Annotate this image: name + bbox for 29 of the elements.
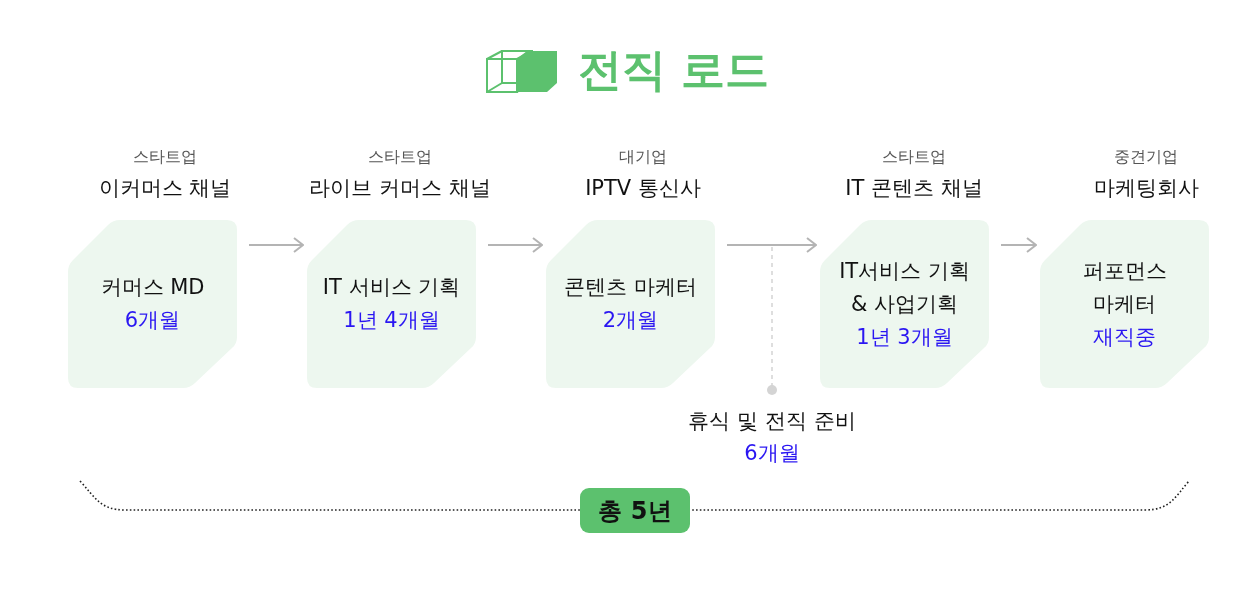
company-label: IT 콘텐츠 채널: [845, 175, 983, 202]
role-text: IT서비스 기획 & 사업기획: [838, 257, 971, 318]
duration-text: 1년 3개월: [856, 323, 953, 351]
total-badge: 총 5년: [580, 488, 690, 533]
category-label: 스타트업: [368, 146, 432, 168]
company-label: 이커머스 채널: [98, 175, 232, 202]
duration-text: 2개월: [602, 307, 659, 334]
company-label: IPTV 통신사: [585, 175, 701, 202]
category-label: 스타트업: [133, 146, 197, 168]
arrow: [248, 237, 304, 253]
company-label: 마케팅회사: [1093, 175, 1199, 202]
category-label: 중견기업: [1114, 146, 1178, 168]
duration-text: 재직중: [1093, 323, 1156, 351]
title: 전직 로드: [578, 43, 770, 97]
role-text: 콘텐츠 마케터: [564, 274, 697, 301]
arrow: [726, 237, 817, 253]
duration-text: 6개월: [744, 440, 800, 467]
company-label: 라이브 커머스 채널: [309, 175, 491, 202]
role-text: 퍼포먼스 마케터: [1081, 257, 1168, 318]
note-text: 휴식 및 전직 준비: [688, 408, 856, 435]
duration-text: 6개월: [124, 307, 181, 334]
arrow: [487, 237, 543, 253]
duration-text: 1년 4개월: [343, 307, 440, 334]
category-label: 대기업: [619, 146, 667, 168]
role-text: IT 서비스 기획: [322, 274, 461, 301]
role-text: 커머스 MD: [100, 274, 205, 301]
category-label: 스타트업: [882, 146, 946, 168]
leader-line: [767, 246, 777, 395]
arrow: [1000, 237, 1037, 253]
